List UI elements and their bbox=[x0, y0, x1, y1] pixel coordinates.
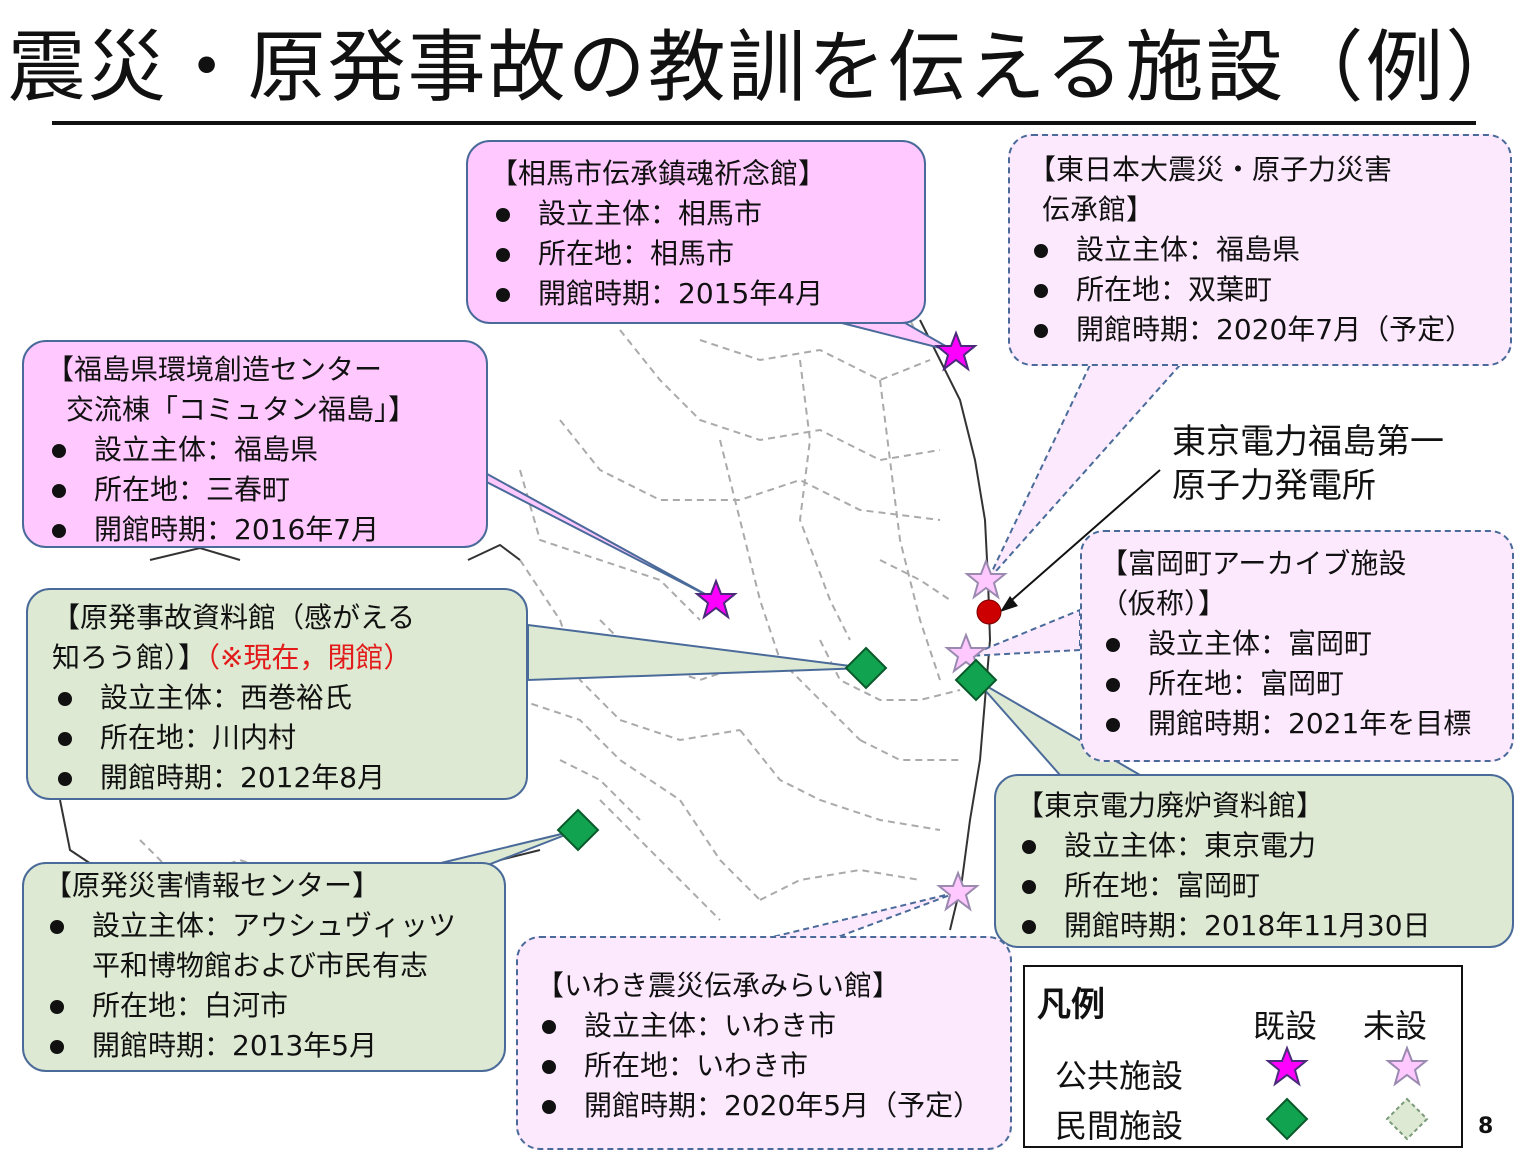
facility-opening: 開館時期：2016年7月 bbox=[46, 510, 486, 550]
facility-opening: 開館時期：2015年4月 bbox=[490, 274, 924, 314]
marker-plant-dot-icon[interactable] bbox=[976, 599, 1002, 625]
facility-name-line1: 【原発事故資料館（感がえる bbox=[52, 601, 416, 634]
facility-opening: 開館時期：2013年5月 bbox=[44, 1026, 504, 1066]
facility-founder: 設立主体：福島県 bbox=[46, 430, 486, 470]
facility-opening: 開館時期：2018年11月30日 bbox=[1016, 906, 1512, 946]
callout-kangaeru: 【原発事故資料館（感がえる 知ろう館）】（※現在，閉館） 設立主体：西巻裕氏 所… bbox=[26, 588, 528, 800]
legend-private-planned-diamond-icon bbox=[1385, 1097, 1429, 1141]
facility-founder: 設立主体：富岡町 bbox=[1100, 624, 1512, 664]
facility-location: 所在地：川内村 bbox=[52, 718, 526, 758]
facility-name-line2: 伝承館】 bbox=[1042, 193, 1155, 226]
facility-name-line1: 【東日本大震災・原子力災害 bbox=[1028, 153, 1393, 186]
facility-founder-line1: 設立主体：アウシュヴィッツ bbox=[44, 906, 504, 946]
legend-public-planned-star-icon bbox=[1385, 1045, 1429, 1087]
facility-location: 所在地：相馬市 bbox=[490, 234, 924, 274]
facility-name: 【原発災害情報センター】 bbox=[44, 869, 381, 902]
callout-iwaki: 【いわき震災伝承みらい館】 設立主体：いわき市 所在地：いわき市 開館時期：20… bbox=[516, 936, 1012, 1150]
plant-label: 東京電力福島第一 原子力発電所 bbox=[1172, 420, 1444, 508]
facility-name: 【相馬市伝承鎮魂祈念館】 bbox=[490, 157, 827, 190]
facility-name-line2: 交流棟「コミュタン福島」】 bbox=[66, 393, 417, 426]
facility-name-line2: （仮称）】 bbox=[1100, 587, 1227, 620]
closed-note: （※現在，閉館） bbox=[206, 641, 412, 674]
callout-tepco-museum: 【東京電力廃炉資料館】 設立主体：東京電力 所在地：富岡町 開館時期：2018年… bbox=[994, 774, 1514, 948]
facility-name-line1: 【富岡町アーカイブ施設 bbox=[1100, 547, 1407, 580]
facility-opening: 開館時期：2012年8月 bbox=[52, 758, 526, 798]
callout-commutan: 【福島県環境創造センター 交流棟「コミュタン福島」】 設立主体：福島県 所在地：… bbox=[22, 340, 488, 548]
legend-col-planned: 未設 bbox=[1363, 1007, 1428, 1045]
facility-opening: 開館時期：2020年7月（予定） bbox=[1028, 310, 1510, 350]
facility-location: 所在地：双葉町 bbox=[1028, 270, 1510, 310]
plant-label-line2: 原子力発電所 bbox=[1172, 466, 1376, 506]
legend-title: 凡例 bbox=[1037, 985, 1105, 1025]
legend-public-existing-star-icon bbox=[1265, 1045, 1309, 1087]
pointer-kangaeru bbox=[527, 623, 867, 682]
plant-arrow-line bbox=[1004, 469, 1161, 607]
callout-soma: 【相馬市伝承鎮魂祈念館】 設立主体：相馬市 所在地：相馬市 開館時期：2015年… bbox=[466, 140, 926, 324]
legend-row-private: 民間施設 bbox=[1055, 1107, 1184, 1145]
marker-genpatsu-center-diamond-icon[interactable] bbox=[557, 809, 599, 851]
facility-founder: 設立主体：相馬市 bbox=[490, 194, 924, 234]
facility-name: 【いわき震災伝承みらい館】 bbox=[536, 969, 901, 1002]
facility-name-line1: 【福島県環境創造センター bbox=[46, 353, 383, 386]
facility-location: 所在地：富岡町 bbox=[1016, 866, 1512, 906]
marker-kangaeru-diamond-icon[interactable] bbox=[845, 647, 887, 689]
facility-founder: 設立主体：東京電力 bbox=[1016, 826, 1512, 866]
facility-founder: 設立主体：西巻裕氏 bbox=[52, 678, 526, 718]
legend-row-public: 公共施設 bbox=[1055, 1057, 1184, 1095]
facility-founder: 設立主体：福島県 bbox=[1028, 230, 1510, 270]
callout-denshokan: 【東日本大震災・原子力災害 伝承館】 設立主体：福島県 所在地：双葉町 開館時期… bbox=[1008, 134, 1512, 366]
facility-name-line2: 知ろう館）】 bbox=[52, 641, 207, 674]
facility-opening: 開館時期：2021年を目標 bbox=[1100, 704, 1512, 744]
facility-location: 所在地：富岡町 bbox=[1100, 664, 1512, 704]
callout-tomioka: 【富岡町アーカイブ施設 （仮称）】 設立主体：富岡町 所在地：富岡町 開館時期：… bbox=[1080, 530, 1514, 762]
plant-arrowhead bbox=[1000, 596, 1018, 612]
legend-col-existing: 既設 bbox=[1253, 1007, 1318, 1045]
title-underline bbox=[52, 121, 1476, 125]
facility-founder-line2: 平和博物館および市民有志 bbox=[92, 949, 429, 982]
marker-commutan-star-icon[interactable] bbox=[696, 580, 736, 618]
marker-soma-star-icon[interactable] bbox=[936, 332, 976, 370]
facility-founder: 設立主体：いわき市 bbox=[536, 1006, 1010, 1046]
page-title: 震災・原発事故の教訓を伝える施設（例） bbox=[7, 23, 1526, 113]
marker-denshokan-star-icon[interactable] bbox=[966, 560, 1006, 598]
legend-symbols bbox=[1265, 1045, 1429, 1141]
facility-location: 所在地：白河市 bbox=[44, 986, 504, 1026]
facility-location: 所在地：三春町 bbox=[46, 470, 486, 510]
facility-location: 所在地：いわき市 bbox=[536, 1046, 1010, 1086]
plant-label-line1: 東京電力福島第一 bbox=[1172, 422, 1444, 462]
page-number: 8 bbox=[1478, 1114, 1494, 1139]
callout-genpatsu-center: 【原発災害情報センター】 設立主体：アウシュヴィッツ 平和博物館および市民有志 … bbox=[22, 862, 506, 1072]
facility-opening: 開館時期：2020年5月（予定） bbox=[536, 1086, 1010, 1126]
legend: 凡例 既設 未設 公共施設 民間施設 bbox=[1023, 965, 1463, 1148]
legend-private-existing-diamond-icon bbox=[1265, 1097, 1309, 1141]
marker-iwaki-star-icon[interactable] bbox=[938, 872, 978, 910]
facility-name: 【東京電力廃炉資料館】 bbox=[1016, 789, 1325, 822]
